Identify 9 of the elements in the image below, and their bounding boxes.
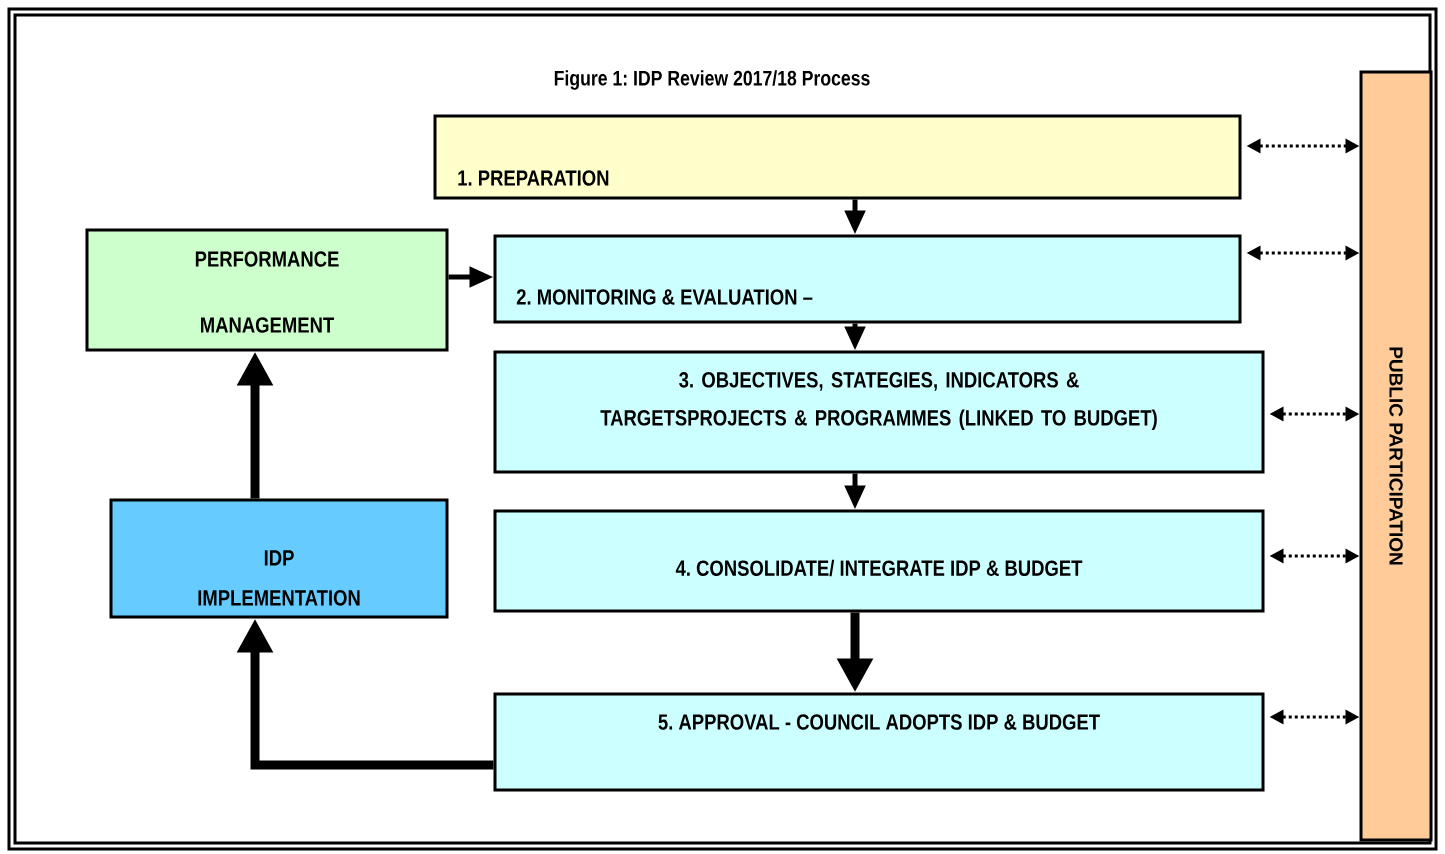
participation-band: PUBLIC PARTICIPATION xyxy=(1359,70,1433,842)
figure-title: Figure 1: IDP Review 2017/18 Process xyxy=(554,70,870,90)
process-box: 4. CONSOLIDATE/ INTEGRATE IDP & BUDGET xyxy=(493,509,1265,613)
process-box: PERFORMANCE MANAGEMENT xyxy=(85,228,449,352)
process-box: 2. MONITORING & EVALUATION – xyxy=(493,234,1242,324)
process-box: 1. PREPARATION xyxy=(433,114,1242,200)
process-box: IDP IMPLEMENTATION xyxy=(109,498,449,619)
process-box: 5. APPROVAL - COUNCIL ADOPTS IDP & BUDGET xyxy=(493,692,1265,792)
process-box: 3. OBJECTIVES, STATEGIES, INDICATORS & TARGETSPROJECTS & PROGRAMMES (LINKED TO BUDGET) xyxy=(493,350,1265,474)
